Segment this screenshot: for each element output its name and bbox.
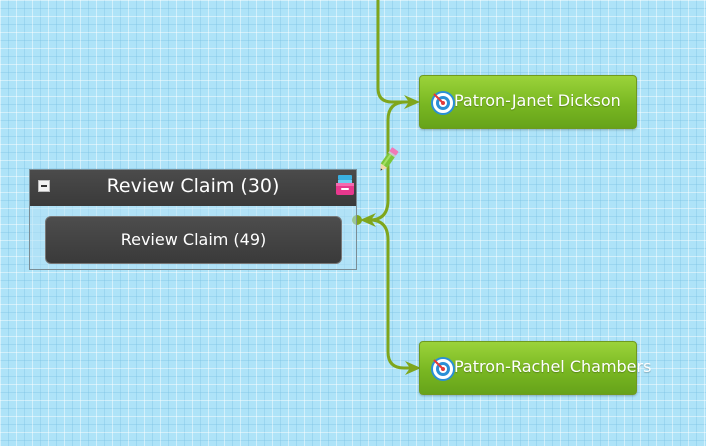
- review-claim-group[interactable]: Review Claim (30) Review Claim (49): [29, 169, 357, 270]
- collapse-icon[interactable]: [38, 180, 50, 192]
- target-icon: [431, 91, 455, 115]
- node-label: Patron-Rachel Chambers: [454, 357, 652, 376]
- connector-top-line: [376, 0, 414, 104]
- target-icon: [431, 357, 455, 381]
- arrowhead-janet: [404, 95, 420, 109]
- node-label: Patron-Janet Dickson: [454, 91, 621, 110]
- group-header[interactable]: Review Claim (30): [30, 170, 356, 206]
- arrowhead-rachel: [405, 361, 421, 375]
- connector-rachel-line: [368, 218, 416, 370]
- node-patron-rachel-chambers[interactable]: Patron-Rachel Chambers: [419, 341, 651, 395]
- group-title: Review Claim (30): [106, 175, 280, 197]
- pencil-icon[interactable]: [374, 146, 402, 174]
- arrowhead-group: [360, 213, 376, 227]
- node-patron-janet-dickson[interactable]: Patron-Janet Dickson: [419, 75, 637, 129]
- tray-icon[interactable]: [334, 173, 356, 197]
- review-claim-child-node[interactable]: Review Claim (49): [45, 216, 342, 264]
- connector-janet-line: [368, 100, 414, 222]
- child-node-label: Review Claim (49): [120, 230, 267, 249]
